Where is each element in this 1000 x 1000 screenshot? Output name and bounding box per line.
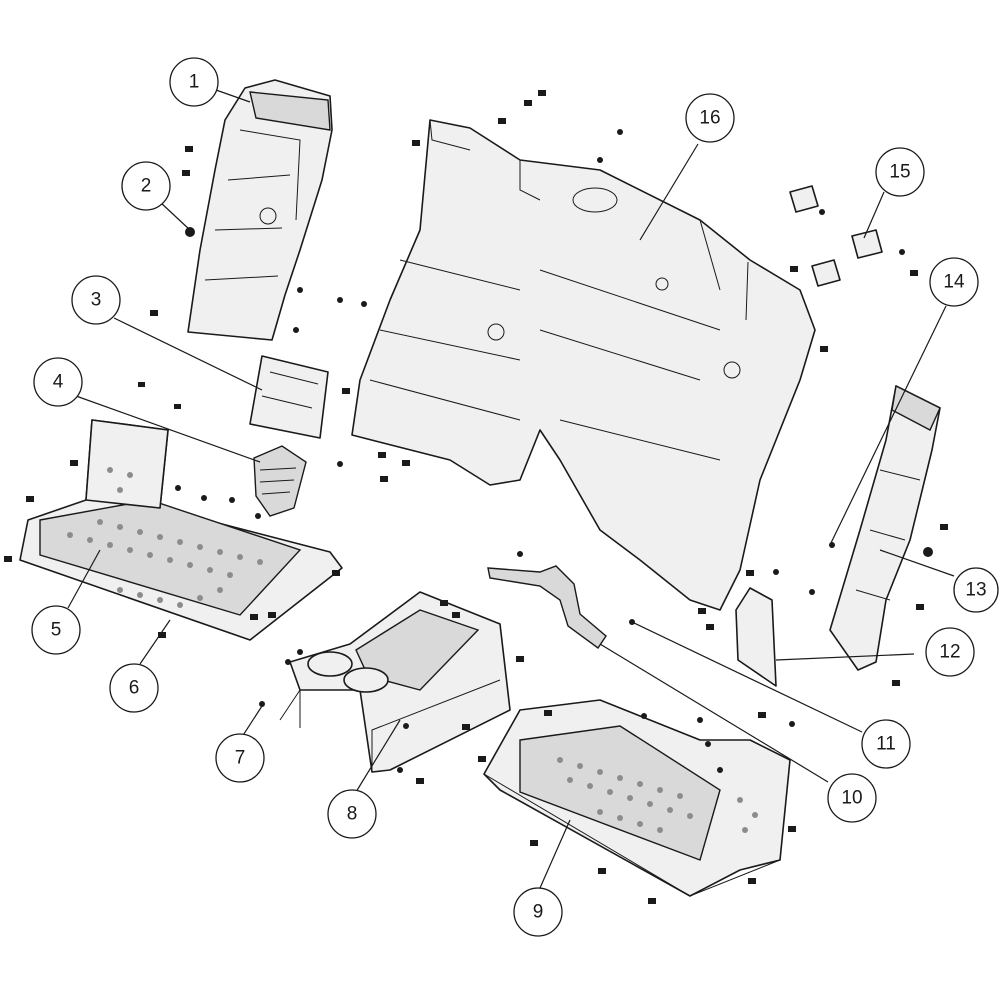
callout-13: 13 [953,567,999,613]
part-8-center-console [279,591,511,773]
part-14-right-side-trim [829,384,941,671]
callout-7: 7 [215,733,265,783]
callout-5-label: 5 [51,620,62,641]
callout-8-label: 8 [347,804,358,825]
callout-1: 1 [169,57,219,107]
part-10-bracket [487,565,607,649]
part-1-left-upper-trim [187,79,333,341]
callout-3-label: 3 [91,290,102,311]
callout-16: 16 [685,93,735,143]
part-5-left-floor-mat [19,419,343,641]
mesh-pattern-right [557,757,758,833]
callout-12-label: 12 [939,642,960,663]
callout-14-label: 14 [943,272,965,293]
callout-9: 9 [513,887,563,937]
callout-3: 3 [71,275,121,325]
callout-7-label: 7 [235,748,246,769]
callout-6-label: 6 [129,678,140,699]
fasteners [4,90,948,904]
callout-2-label: 2 [141,176,152,197]
callout-15: 15 [875,147,925,197]
callout-6: 6 [109,663,159,713]
callout-10-label: 10 [841,788,862,809]
callout-15-label: 15 [889,162,910,183]
callout-2: 2 [121,161,171,211]
mesh-pattern-left [67,467,263,608]
callout-11: 11 [861,719,911,769]
callout-12: 12 [925,627,975,677]
callout-14: 14 [929,257,979,307]
callout-13-label: 13 [965,580,986,601]
callout-9-label: 9 [533,902,544,923]
part-15-pads [789,185,883,287]
part-12-right-lower-panel [735,587,777,687]
callout-11-label: 11 [876,734,896,755]
part-9-right-floor-mat [483,699,791,897]
callout-10: 10 [827,773,877,823]
part-3-left-lower-panel [249,355,329,439]
callout-5: 5 [31,605,81,655]
callout-4-label: 4 [53,372,64,393]
leader-lines [67,89,955,889]
callout-1-label: 1 [189,72,200,93]
part-4-vent-grille [253,445,307,517]
callout-4: 4 [33,357,83,407]
part-16-rear-center-panel [351,119,816,611]
callout-8: 8 [327,789,377,839]
callout-16-label: 16 [699,108,720,129]
